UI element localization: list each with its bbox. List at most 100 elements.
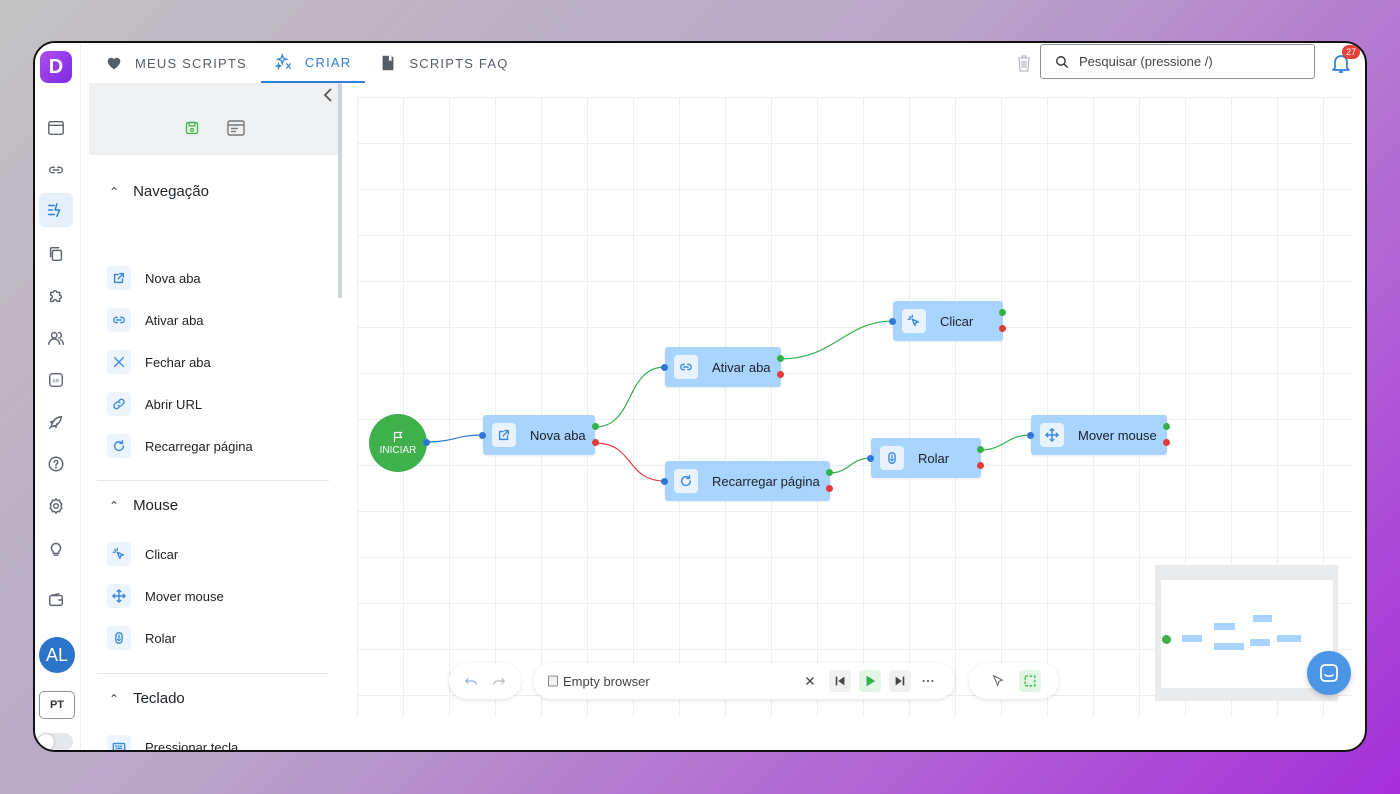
- section-mouse[interactable]: ⌃ Mouse: [109, 497, 179, 514]
- users-icon[interactable]: [39, 321, 73, 355]
- block-item-mover-mouse[interactable]: Mover mouse: [107, 584, 224, 608]
- section-divider: [97, 673, 329, 674]
- input-port[interactable]: [661, 478, 668, 485]
- block-item-ativar-aba[interactable]: Ativar aba: [107, 308, 204, 332]
- input-port[interactable]: [867, 455, 874, 462]
- puzzle-icon[interactable]: [39, 279, 73, 313]
- error-port[interactable]: [777, 371, 784, 378]
- input-port[interactable]: [661, 364, 668, 371]
- main-tabs: MEUS SCRIPTS CRIAR SCRIPTS FAQ: [91, 43, 523, 83]
- api-icon[interactable]: API: [39, 363, 73, 397]
- tab-criar[interactable]: CRIAR: [260, 43, 366, 83]
- success-port[interactable]: [777, 355, 784, 362]
- browser-control-bar: Empty browser: [533, 663, 955, 699]
- block-item-nova-aba[interactable]: Nova aba: [107, 266, 201, 290]
- error-port[interactable]: [592, 439, 599, 446]
- collapse-panel-icon[interactable]: [321, 87, 337, 103]
- flow-node-nova-aba[interactable]: Nova aba: [483, 415, 595, 455]
- flow-node-clicar[interactable]: Clicar: [893, 301, 1003, 341]
- close-icon: [107, 350, 131, 374]
- play-icon[interactable]: [859, 670, 881, 692]
- tab-meus-scripts[interactable]: MEUS SCRIPTS: [91, 43, 261, 83]
- box-select-icon[interactable]: [1019, 670, 1041, 692]
- section-teclado[interactable]: ⌃ Teclado: [109, 690, 185, 707]
- tab-scripts-faq[interactable]: SCRIPTS FAQ: [365, 43, 522, 83]
- block-item-rolar[interactable]: Rolar: [107, 626, 176, 650]
- minimap-node: [1250, 639, 1270, 646]
- flow-node-mover-mouse[interactable]: Mover mouse: [1031, 415, 1167, 455]
- left-rail: D API: [35, 43, 81, 750]
- error-port[interactable]: [1163, 439, 1170, 446]
- search-input[interactable]: [1079, 54, 1299, 69]
- close-browser-icon[interactable]: [799, 670, 821, 692]
- success-port[interactable]: [592, 423, 599, 430]
- link-icon[interactable]: [39, 153, 73, 187]
- flow-node-ativar-aba[interactable]: Ativar aba: [665, 347, 781, 387]
- input-port[interactable]: [1027, 432, 1034, 439]
- chevron-up-icon: ⌃: [109, 691, 120, 706]
- search-box[interactable]: [1040, 44, 1315, 79]
- input-port[interactable]: [889, 318, 896, 325]
- block-item-clicar[interactable]: Clicar: [107, 542, 178, 566]
- error-port[interactable]: [999, 325, 1006, 332]
- move-arrows-icon: [1040, 423, 1064, 447]
- block-item-fechar-aba[interactable]: Fechar aba: [107, 350, 211, 374]
- create-flow-icon[interactable]: [39, 193, 73, 227]
- browser-window-icon[interactable]: [39, 111, 73, 145]
- flow-node-recarregar-pagina[interactable]: Recarregar página: [665, 461, 830, 501]
- minimap-node: [1253, 615, 1272, 622]
- pointer-select-icon[interactable]: [987, 670, 1009, 692]
- trash-icon[interactable]: [1015, 53, 1033, 73]
- step-forward-icon[interactable]: [889, 670, 911, 692]
- flow-canvas[interactable]: [357, 97, 1352, 717]
- language-switch[interactable]: PT: [39, 691, 75, 719]
- chevron-up-icon: ⌃: [109, 498, 120, 513]
- more-options-icon[interactable]: [917, 670, 939, 692]
- minimap-node: [1214, 623, 1235, 630]
- wallet-icon[interactable]: [39, 583, 73, 617]
- bulb-icon[interactable]: [39, 531, 73, 565]
- chain-icon: [107, 392, 131, 416]
- redo-icon[interactable]: [488, 670, 510, 692]
- app-window: D API: [33, 41, 1367, 752]
- move-arrows-icon: [107, 584, 131, 608]
- success-port[interactable]: [977, 446, 984, 453]
- copy-icon[interactable]: [39, 237, 73, 271]
- cursor-click-icon: [107, 542, 131, 566]
- app-logo[interactable]: D: [40, 51, 72, 83]
- help-icon[interactable]: [39, 447, 73, 481]
- scroll-mouse-icon: [880, 446, 904, 470]
- success-port[interactable]: [999, 309, 1006, 316]
- start-output-port[interactable]: [423, 439, 430, 446]
- undo-redo-group: [449, 663, 521, 699]
- panel-toolbar: [89, 83, 341, 155]
- error-port[interactable]: [826, 485, 833, 492]
- panel-scrollbar[interactable]: [338, 83, 342, 298]
- section-navegacao[interactable]: ⌃ Navegação: [109, 183, 209, 200]
- chat-support-button[interactable]: [1307, 651, 1351, 695]
- rocket-icon[interactable]: [39, 405, 73, 439]
- flow-node-rolar[interactable]: Rolar: [871, 438, 981, 478]
- settings-icon[interactable]: [39, 489, 73, 523]
- block-item-recarregar-pagina[interactable]: Recarregar página: [107, 434, 253, 458]
- browser-status: Empty browser: [563, 673, 650, 689]
- undo-icon[interactable]: [460, 670, 482, 692]
- error-port[interactable]: [977, 462, 984, 469]
- skip-back-icon[interactable]: [829, 670, 851, 692]
- avatar[interactable]: AL: [39, 637, 75, 673]
- search-icon: [1056, 55, 1069, 68]
- start-node[interactable]: INICIAR: [369, 414, 427, 472]
- success-port[interactable]: [826, 469, 833, 476]
- block-item-abrir-url[interactable]: Abrir URL: [107, 392, 202, 416]
- form-icon[interactable]: [226, 118, 246, 138]
- save-icon[interactable]: [184, 120, 200, 136]
- reload-icon: [107, 434, 131, 458]
- success-port[interactable]: [1163, 423, 1170, 430]
- heart-icon: [107, 57, 121, 70]
- chevron-up-icon: ⌃: [109, 184, 120, 199]
- input-port[interactable]: [479, 432, 486, 439]
- block-item-pressionar-tecla[interactable]: Pressionar tecla: [107, 735, 238, 750]
- theme-toggle[interactable]: [37, 733, 73, 750]
- flag-icon: [393, 431, 403, 442]
- link-icon: [674, 355, 698, 379]
